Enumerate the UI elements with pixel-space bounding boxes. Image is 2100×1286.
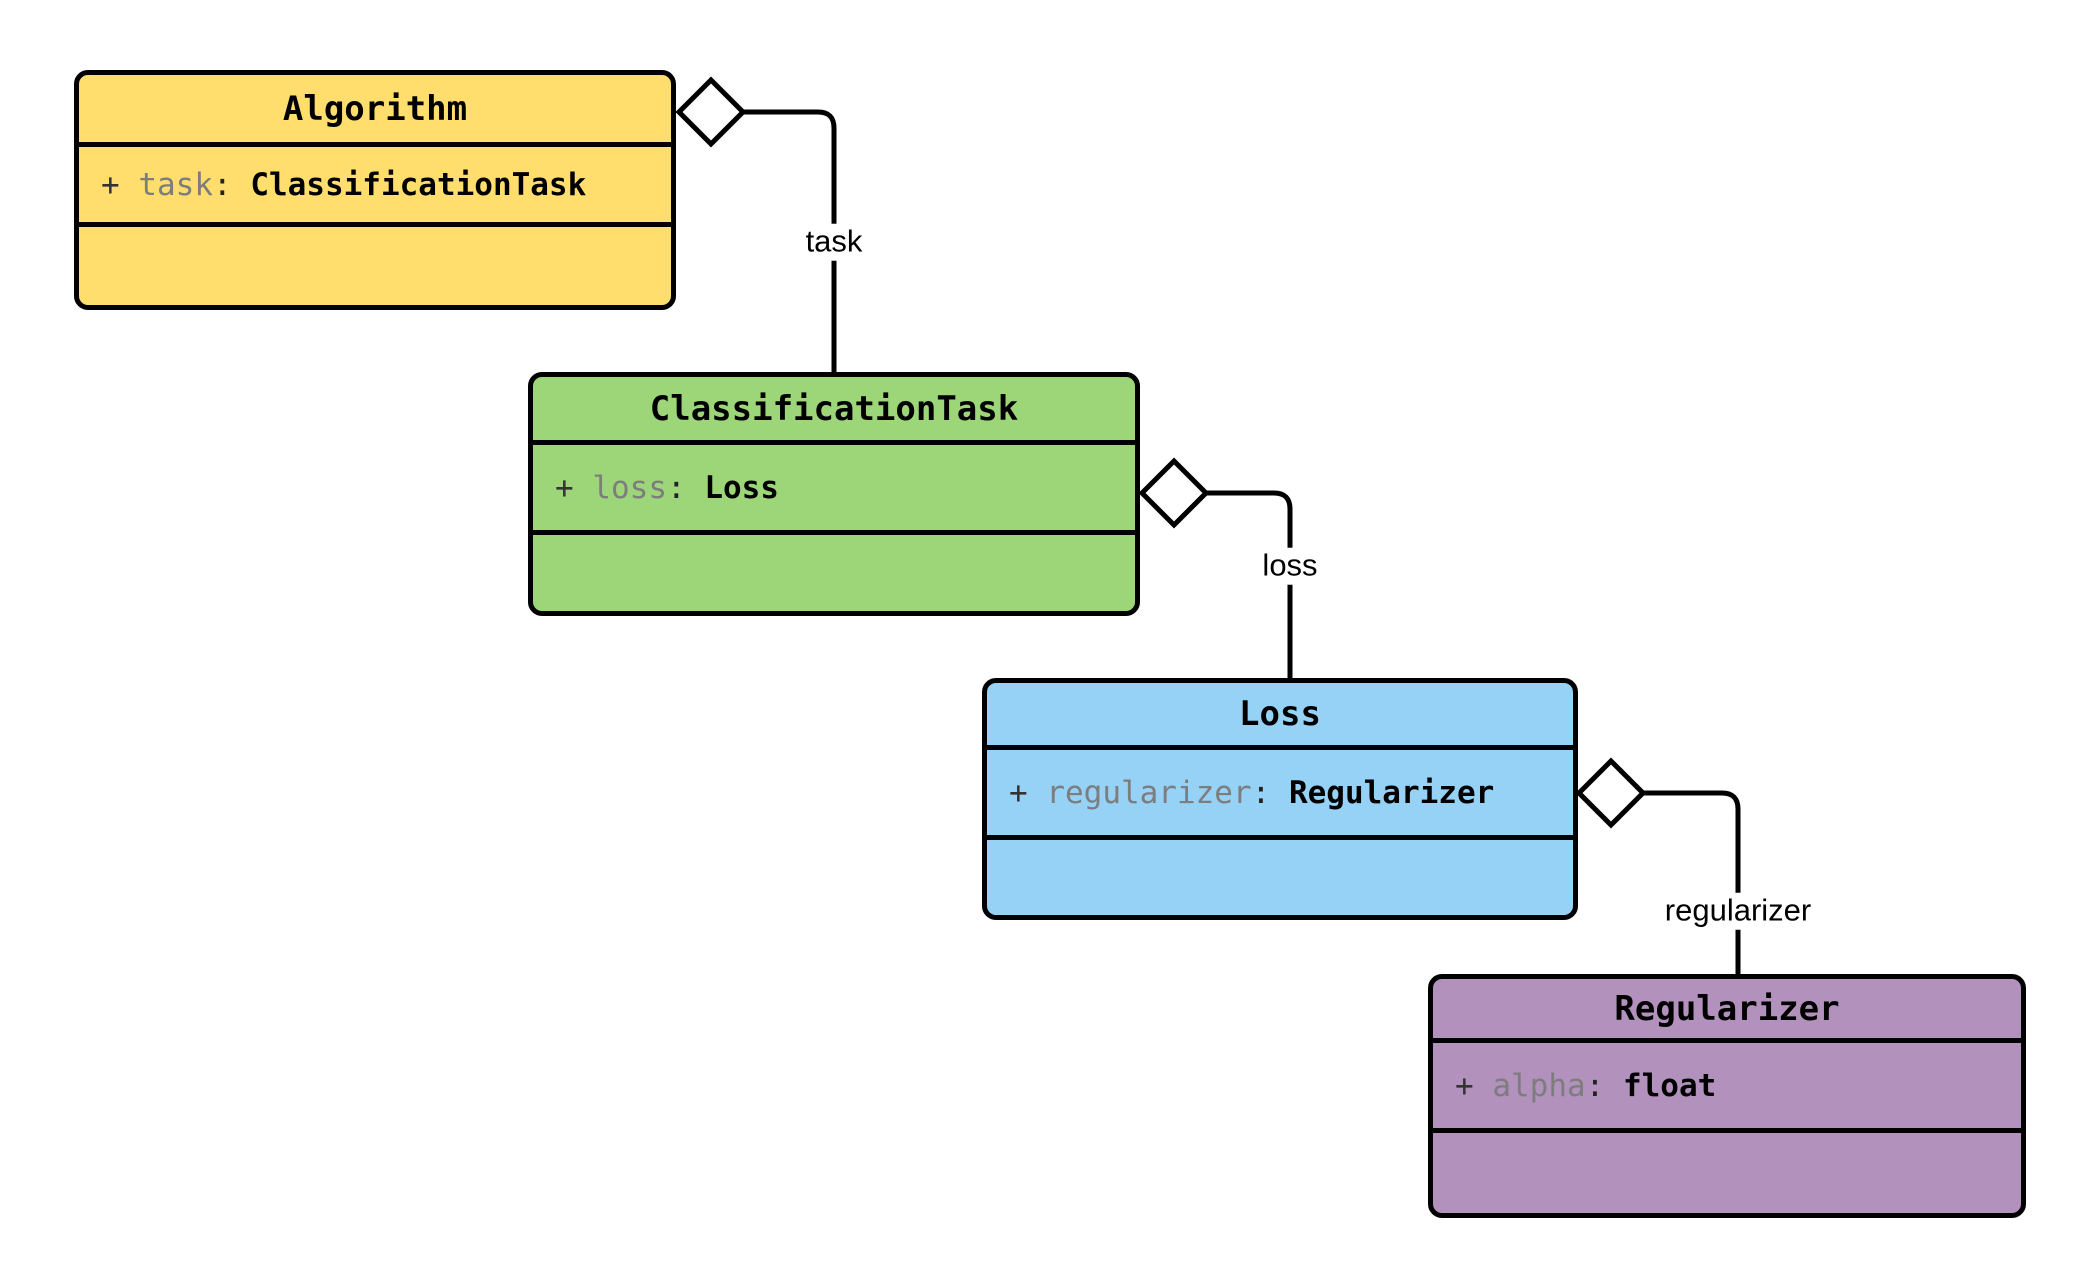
class-operations-classificationtask [533,535,1135,611]
uml-class-classificationtask[interactable]: ClassificationTask + loss: Loss [528,372,1140,616]
class-name-regularizer: Regularizer [1433,979,2021,1043]
attribute-colon: : [1251,774,1289,811]
attribute-colon: : [212,166,251,203]
attribute-visibility: + [1009,774,1047,811]
class-operations-algorithm [79,227,671,305]
attribute-type: ClassificationTask [250,166,587,203]
class-attributes-regularizer: + alpha: float [1433,1043,2021,1133]
attribute-visibility: + [1455,1067,1493,1104]
edge-label-classificationtask-loss: loss [1256,547,1324,585]
attribute-visibility: + [555,469,593,506]
uml-class-algorithm[interactable]: Algorithm + task: ClassificationTask [74,70,676,310]
edge-label-loss-regularizer: regularizer [1658,892,1818,930]
class-operations-regularizer [1433,1133,2021,1213]
attribute-colon: : [1585,1067,1623,1104]
attribute-row: + regularizer: Regularizer [1009,775,1494,811]
attribute-type: float [1622,1067,1717,1104]
uml-class-loss[interactable]: Loss + regularizer: Regularizer [982,678,1578,920]
attribute-type: Loss [704,469,779,506]
class-name-classificationtask: ClassificationTask [533,377,1135,445]
attribute-name: alpha [1492,1067,1586,1104]
class-name-loss: Loss [987,683,1573,750]
class-operations-loss [987,840,1573,915]
connector-line [1206,490,1293,678]
edge-label-algorithm-task: task [799,223,869,261]
aggregation-diamond-icon [1575,757,1647,829]
class-name-algorithm: Algorithm [79,75,671,147]
attribute-row: + task: ClassificationTask [101,167,586,203]
relation-loss-regularizer [1575,757,1741,974]
attribute-colon: : [666,469,705,506]
attribute-type: Regularizer [1288,774,1495,811]
class-attributes-algorithm: + task: ClassificationTask [79,147,671,227]
connector-line [1643,790,1741,974]
attribute-row: + alpha: float [1455,1068,1716,1104]
attribute-name: task [138,166,213,203]
attribute-visibility: + [101,166,139,203]
class-attributes-classificationtask: + loss: Loss [533,445,1135,535]
class-attributes-loss: + regularizer: Regularizer [987,750,1573,840]
attribute-name: regularizer [1046,774,1252,811]
attribute-row: + loss: Loss [555,470,779,506]
uml-class-regularizer[interactable]: Regularizer + alpha: float [1428,974,2026,1218]
aggregation-diamond-icon [1138,457,1210,529]
aggregation-diamond-icon [675,76,747,148]
attribute-name: loss [592,469,667,506]
